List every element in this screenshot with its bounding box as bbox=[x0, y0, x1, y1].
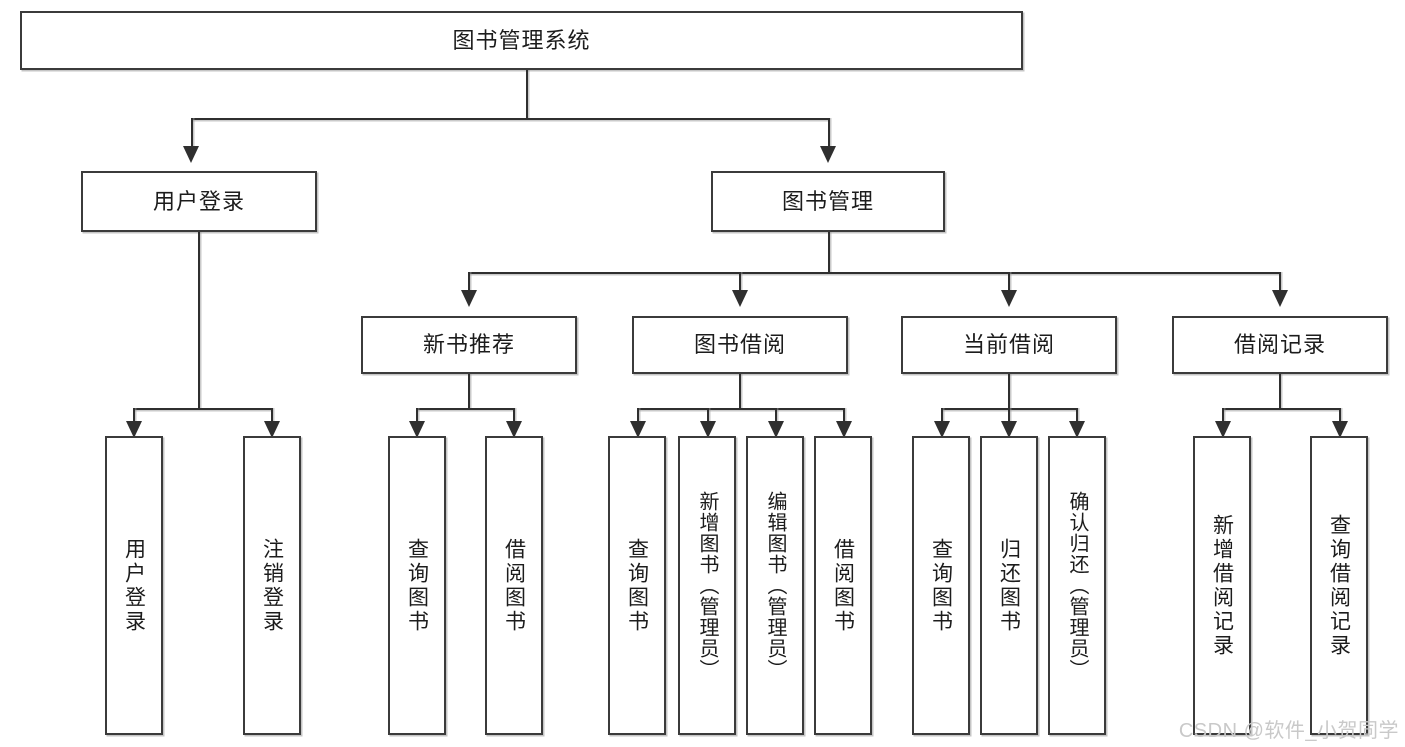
leaf-user-login-login[interactable]: 用户登录 bbox=[105, 436, 163, 735]
leaf-new-book-rec-query[interactable]: 查询图书 bbox=[388, 436, 446, 735]
leaf-borrow-record-query-label: 查询借阅记录 bbox=[1327, 513, 1351, 658]
connector-to-borrow-record bbox=[1279, 272, 1281, 292]
csdn-watermark: CSDN @软件_小贺同学 bbox=[1178, 720, 1399, 742]
connector-book-borrow-drop-3 bbox=[775, 408, 777, 424]
arrow-to-current-borrow bbox=[1001, 290, 1017, 307]
arrow-to-new-book-rec bbox=[461, 290, 477, 307]
connector-to-book-borrow bbox=[739, 272, 741, 292]
node-user-login[interactable]: 用户登录 bbox=[81, 171, 317, 232]
connector-borrow-record-bus bbox=[1222, 408, 1339, 410]
connector-new-book-rec-drop-1 bbox=[416, 408, 418, 424]
connector-user-login-drop-2 bbox=[271, 408, 273, 424]
node-book-management-label: 图书管理 bbox=[781, 188, 874, 214]
node-current-borrow[interactable]: 当前借阅 bbox=[901, 316, 1117, 374]
arrow-borrow-record-leaf-1 bbox=[1215, 421, 1231, 438]
node-user-login-label: 用户登录 bbox=[152, 188, 245, 214]
connector-new-book-rec-drop-2 bbox=[513, 408, 515, 424]
node-root[interactable]: 图书管理系统 bbox=[20, 11, 1023, 70]
connector-current-borrow-drop-2 bbox=[1008, 408, 1010, 424]
arrow-new-book-rec-leaf-2 bbox=[506, 421, 522, 438]
connector-borrow-record-stem bbox=[1279, 374, 1281, 408]
connector-book-management-stem bbox=[828, 232, 830, 272]
arrow-borrow-record-leaf-2 bbox=[1332, 421, 1348, 438]
connector-book-borrow-drop-1 bbox=[637, 408, 639, 424]
arrow-book-borrow-leaf-4 bbox=[836, 421, 852, 438]
arrow-book-borrow-leaf-2 bbox=[700, 421, 716, 438]
arrow-to-book-borrow bbox=[732, 290, 748, 307]
connector-root-to-book-manage bbox=[828, 118, 830, 148]
leaf-user-login-logout-label: 注销登录 bbox=[260, 537, 284, 634]
connector-current-borrow-stem bbox=[1008, 374, 1010, 408]
leaf-current-borrow-return-label: 归还图书 bbox=[997, 537, 1021, 634]
connector-user-login-bus bbox=[133, 408, 271, 410]
arrow-book-borrow-leaf-3 bbox=[768, 421, 784, 438]
node-book-borrow[interactable]: 图书借阅 bbox=[632, 316, 848, 374]
arrow-root-to-user-login bbox=[183, 146, 199, 163]
node-current-borrow-label: 当前借阅 bbox=[962, 332, 1055, 358]
leaf-current-borrow-query-label: 查询图书 bbox=[929, 537, 953, 634]
connector-book-borrow-stem bbox=[739, 374, 741, 408]
leaf-borrow-record-query[interactable]: 查询借阅记录 bbox=[1310, 436, 1368, 735]
connector-user-login-stem bbox=[198, 232, 200, 408]
connector-book-borrow-drop-4 bbox=[843, 408, 845, 424]
connector-book-borrow-drop-2 bbox=[707, 408, 709, 424]
connector-to-new-book-rec bbox=[468, 272, 470, 292]
connector-root-bus bbox=[191, 118, 828, 120]
leaf-user-login-logout[interactable]: 注销登录 bbox=[243, 436, 301, 735]
leaf-book-borrow-borrow[interactable]: 借阅图书 bbox=[814, 436, 872, 735]
leaf-borrow-record-add[interactable]: 新增借阅记录 bbox=[1193, 436, 1251, 735]
arrow-current-borrow-leaf-3 bbox=[1069, 421, 1085, 438]
arrow-user-login-leaf-2 bbox=[264, 421, 280, 438]
node-book-management[interactable]: 图书管理 bbox=[711, 171, 945, 232]
node-borrow-record-label: 借阅记录 bbox=[1233, 332, 1326, 358]
connector-root-stem bbox=[526, 70, 528, 118]
leaf-current-borrow-return[interactable]: 归还图书 bbox=[980, 436, 1038, 735]
connector-new-book-rec-stem bbox=[468, 374, 470, 408]
leaf-borrow-record-add-label: 新增借阅记录 bbox=[1210, 513, 1234, 658]
node-borrow-record[interactable]: 借阅记录 bbox=[1172, 316, 1388, 374]
node-new-book-recommend-label: 新书推荐 bbox=[422, 332, 515, 358]
leaf-new-book-rec-query-label: 查询图书 bbox=[405, 537, 429, 634]
leaf-book-borrow-query[interactable]: 查询图书 bbox=[608, 436, 666, 735]
connector-borrow-record-drop-1 bbox=[1222, 408, 1224, 424]
leaf-new-book-rec-borrow[interactable]: 借阅图书 bbox=[485, 436, 543, 735]
leaf-book-borrow-borrow-label: 借阅图书 bbox=[831, 537, 855, 634]
arrow-user-login-leaf-1 bbox=[126, 421, 142, 438]
leaf-book-borrow-add[interactable]: 新增图书（管理员） bbox=[678, 436, 736, 735]
arrow-book-borrow-leaf-1 bbox=[630, 421, 646, 438]
leaf-book-borrow-add-label: 新增图书（管理员） bbox=[696, 491, 718, 680]
connector-user-login-drop-1 bbox=[133, 408, 135, 424]
arrow-root-to-book-manage bbox=[820, 146, 836, 163]
connector-to-current-borrow bbox=[1008, 272, 1010, 292]
arrow-to-borrow-record bbox=[1272, 290, 1288, 307]
connector-book-borrow-bus bbox=[637, 408, 843, 410]
leaf-current-borrow-confirm-label: 确认归还（管理员） bbox=[1066, 491, 1088, 680]
arrow-current-borrow-leaf-2 bbox=[1001, 421, 1017, 438]
arrow-current-borrow-leaf-1 bbox=[934, 421, 950, 438]
arrow-new-book-rec-leaf-1 bbox=[409, 421, 425, 438]
node-new-book-recommend[interactable]: 新书推荐 bbox=[361, 316, 577, 374]
leaf-user-login-login-label: 用户登录 bbox=[122, 537, 146, 634]
leaf-new-book-rec-borrow-label: 借阅图书 bbox=[502, 537, 526, 634]
node-book-borrow-label: 图书借阅 bbox=[693, 332, 786, 358]
connector-current-borrow-drop-1 bbox=[941, 408, 943, 424]
connector-new-book-rec-bus bbox=[416, 408, 513, 410]
leaf-book-borrow-edit[interactable]: 编辑图书（管理员） bbox=[746, 436, 804, 735]
connector-book-management-bus bbox=[468, 272, 1280, 274]
leaf-book-borrow-edit-label: 编辑图书（管理员） bbox=[764, 491, 786, 680]
leaf-current-borrow-query[interactable]: 查询图书 bbox=[912, 436, 970, 735]
connector-borrow-record-drop-2 bbox=[1339, 408, 1341, 424]
node-root-label: 图书管理系统 bbox=[452, 27, 591, 53]
connector-current-borrow-drop-3 bbox=[1076, 408, 1078, 424]
connector-root-to-user-login bbox=[191, 118, 193, 148]
leaf-current-borrow-confirm[interactable]: 确认归还（管理员） bbox=[1048, 436, 1106, 735]
leaf-book-borrow-query-label: 查询图书 bbox=[625, 537, 649, 634]
